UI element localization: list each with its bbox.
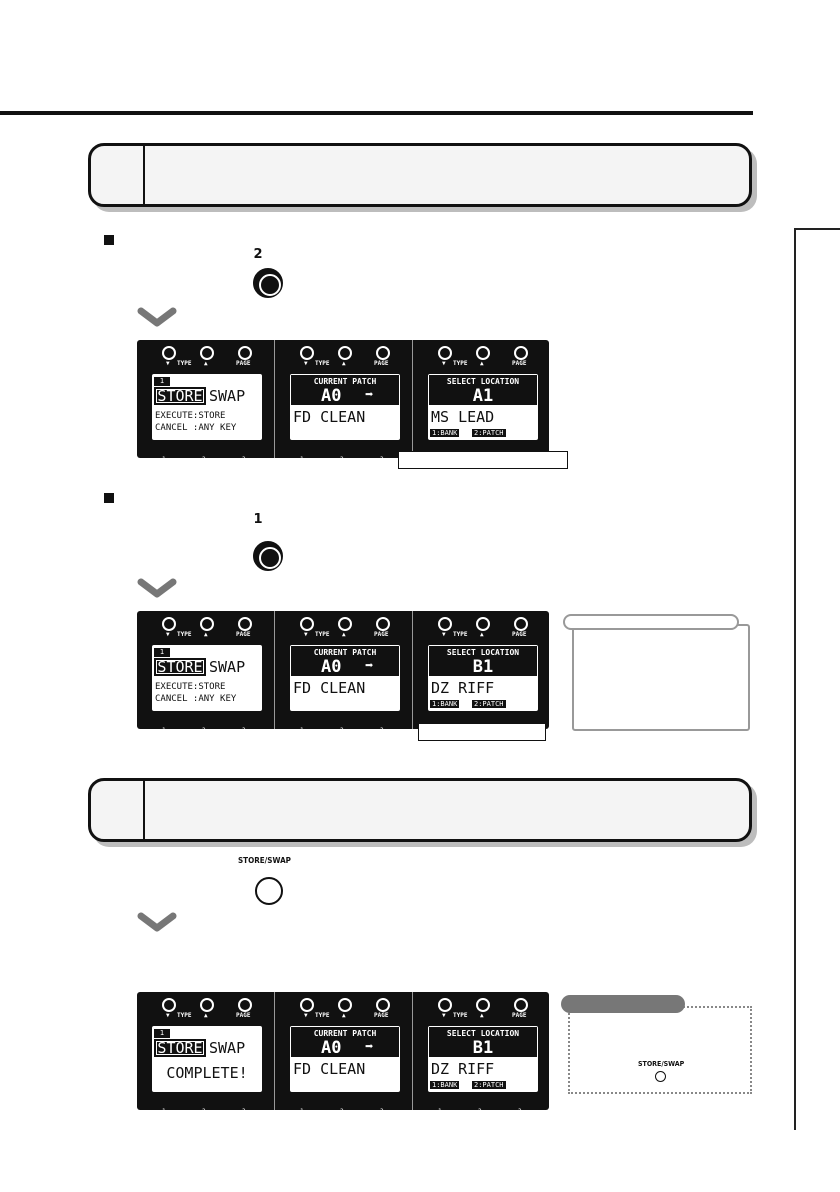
section-bullet-1 (104, 235, 114, 245)
current-patch-panel: ▼ TYPE ▲ PAGE CURRENT PATCH A0 ➡ FD CLEA… (274, 340, 411, 463)
lcd-screen: 1 STORE SWAP COMPLETE! (152, 1026, 262, 1092)
side-rule (794, 230, 796, 1130)
select-location-panel: ▼ TYPE ▲ PAGE SELECT LOCATION A1 MS LEAD… (412, 340, 549, 463)
hint-box-tab (561, 995, 685, 1013)
select-location-panel: ▼ TYPE ▲ PAGE SELECT LOCATION B1 DZ RIFF… (412, 992, 549, 1115)
display-strip-1: ▼ TYPE ▲ PAGE 1 STORE SWAP EXECUTE:STORE… (137, 340, 549, 463)
footswitch-2-icon[interactable] (253, 268, 283, 298)
lcd-screen: CURRENT PATCH A0 ➡ FD CLEAN (290, 374, 400, 440)
lcd-screen: CURRENT PATCH A0 ➡ FD CLEAN (290, 645, 400, 711)
lcd-screen: 1 STORE SWAP EXECUTE:STORE CANCEL :ANY K… (152, 645, 262, 711)
lcd-screen: 1 STORE SWAP EXECUTE:STORE CANCEL :ANY K… (152, 374, 262, 440)
lcd-screen: SELECT LOCATION B1 DZ RIFF 1:BANK 2:PATC… (428, 645, 538, 711)
lcd-screen: CURRENT PATCH A0 ➡ FD CLEAN (290, 1026, 400, 1092)
store-panel: ▼ TYPE ▲ PAGE 1 STORE SWAP EXECUTE:STORE… (137, 340, 273, 463)
lcd-screen: SELECT LOCATION B1 DZ RIFF 1:BANK 2:PATC… (428, 1026, 538, 1092)
header-rule (0, 111, 753, 115)
hint-store-swap-button-icon (655, 1071, 666, 1082)
footswitch-2-number: 2 (253, 247, 263, 262)
side-tab-rule (794, 228, 840, 230)
store-panel: ▼ TYPE ▲ PAGE 1 STORE SWAP EXECUTE:STORE… (137, 611, 273, 734)
step-box-1 (88, 143, 752, 207)
store-swap-button[interactable] (255, 877, 283, 905)
current-patch-panel: ▼ TYPE ▲ PAGE CURRENT PATCH A0 ➡ FD CLEA… (274, 611, 411, 734)
store-swap-label: STORE/SWAP (238, 856, 291, 865)
select-location-panel: ▼ TYPE ▲ PAGE SELECT LOCATION B1 DZ RIFF… (412, 611, 549, 734)
step-box-2 (88, 778, 752, 842)
footswitch-1-number: 1 (253, 512, 263, 527)
note-box (572, 624, 750, 731)
caption-box-2 (418, 723, 546, 741)
current-patch-panel: ▼ TYPE ▲ PAGE CURRENT PATCH A0 ➡ FD CLEA… (274, 992, 411, 1115)
hint-store-swap-label: STORE/SWAP (638, 1060, 685, 1068)
caption-box-1 (398, 451, 568, 469)
section-bullet-2 (104, 493, 114, 503)
chevron-down-icon (137, 578, 177, 598)
footswitch-1-icon[interactable] (253, 541, 283, 571)
note-box-tab (563, 614, 739, 630)
lcd-screen: SELECT LOCATION A1 MS LEAD 1:BANK 2:PATC… (428, 374, 538, 440)
chevron-down-icon (137, 912, 177, 932)
display-strip-2: ▼ TYPE ▲ PAGE 1 STORE SWAP EXECUTE:STORE… (137, 611, 549, 734)
chevron-down-icon (137, 307, 177, 327)
